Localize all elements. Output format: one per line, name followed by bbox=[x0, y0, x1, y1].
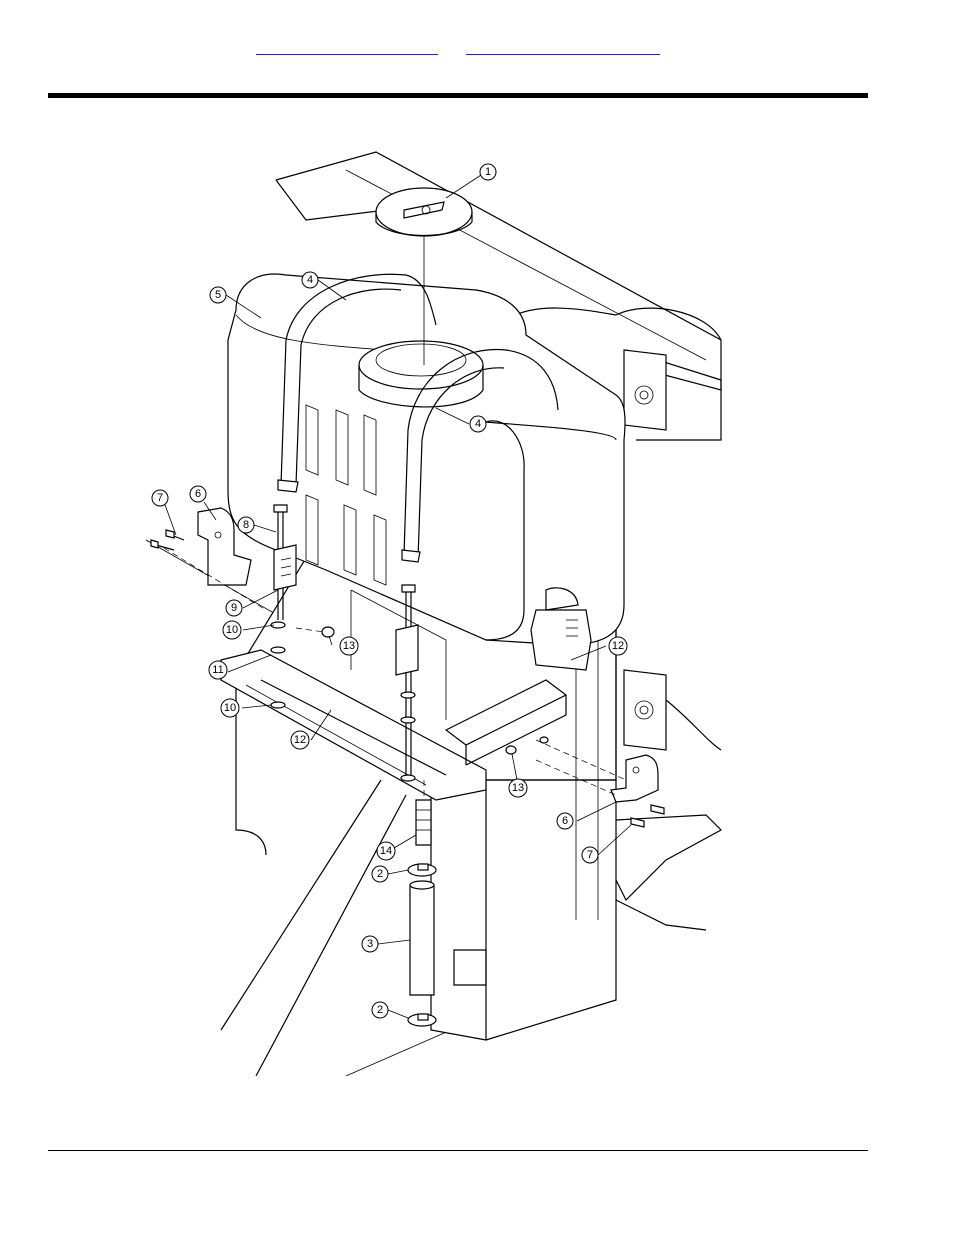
svg-text:4: 4 bbox=[475, 418, 481, 430]
svg-text:8: 8 bbox=[243, 519, 249, 531]
callout-6-left: 6 bbox=[190, 486, 206, 502]
svg-text:3: 3 bbox=[367, 938, 373, 950]
callout-10-upper: 10 bbox=[223, 621, 241, 639]
callout-8: 8 bbox=[238, 517, 254, 533]
callout-14: 14 bbox=[377, 842, 395, 860]
callout-13-lower: 13 bbox=[509, 779, 527, 797]
svg-text:9: 9 bbox=[231, 602, 237, 614]
callout-13-upper: 13 bbox=[340, 637, 358, 655]
svg-text:2: 2 bbox=[377, 868, 383, 880]
callout-2-lower: 2 bbox=[372, 1002, 388, 1018]
header-rule bbox=[48, 93, 868, 98]
callout-1: 1 bbox=[480, 164, 496, 180]
svg-text:7: 7 bbox=[157, 492, 163, 504]
callout-9: 9 bbox=[226, 600, 242, 616]
svg-text:6: 6 bbox=[195, 488, 201, 500]
callout-2-upper: 2 bbox=[372, 866, 388, 882]
svg-text:10: 10 bbox=[226, 624, 238, 636]
callout-6-right: 6 bbox=[557, 813, 573, 829]
svg-text:5: 5 bbox=[215, 289, 221, 301]
svg-text:13: 13 bbox=[512, 782, 524, 794]
callout-5: 5 bbox=[210, 287, 226, 303]
svg-text:10: 10 bbox=[224, 702, 236, 714]
footer-rule bbox=[48, 1150, 868, 1151]
callout-7-left: 7 bbox=[152, 490, 168, 506]
svg-text:2: 2 bbox=[377, 1004, 383, 1016]
svg-text:12: 12 bbox=[612, 640, 624, 652]
parts-diagram: 1 2 2 3 4 4 5 6 6 7 7 8 9 10 10 11 12 12… bbox=[146, 140, 728, 1076]
callout-4-lower: 4 bbox=[470, 416, 486, 432]
header-link-1[interactable] bbox=[256, 38, 438, 55]
svg-text:11: 11 bbox=[212, 664, 223, 676]
svg-text:6: 6 bbox=[562, 815, 568, 827]
svg-text:12: 12 bbox=[294, 734, 306, 746]
callout-7-right: 7 bbox=[582, 847, 598, 863]
svg-text:7: 7 bbox=[587, 849, 593, 861]
header-link-2[interactable] bbox=[466, 38, 660, 55]
callout-12-lower: 12 bbox=[291, 731, 309, 749]
callout-11: 11 bbox=[209, 661, 227, 679]
callout-12-right: 12 bbox=[609, 637, 627, 655]
callout-3: 3 bbox=[362, 936, 378, 952]
callout-10-lower: 10 bbox=[221, 699, 239, 717]
svg-text:4: 4 bbox=[307, 274, 313, 286]
callout-4-upper: 4 bbox=[302, 272, 318, 288]
svg-text:13: 13 bbox=[343, 640, 355, 652]
svg-text:1: 1 bbox=[485, 166, 491, 178]
svg-text:14: 14 bbox=[380, 845, 392, 857]
